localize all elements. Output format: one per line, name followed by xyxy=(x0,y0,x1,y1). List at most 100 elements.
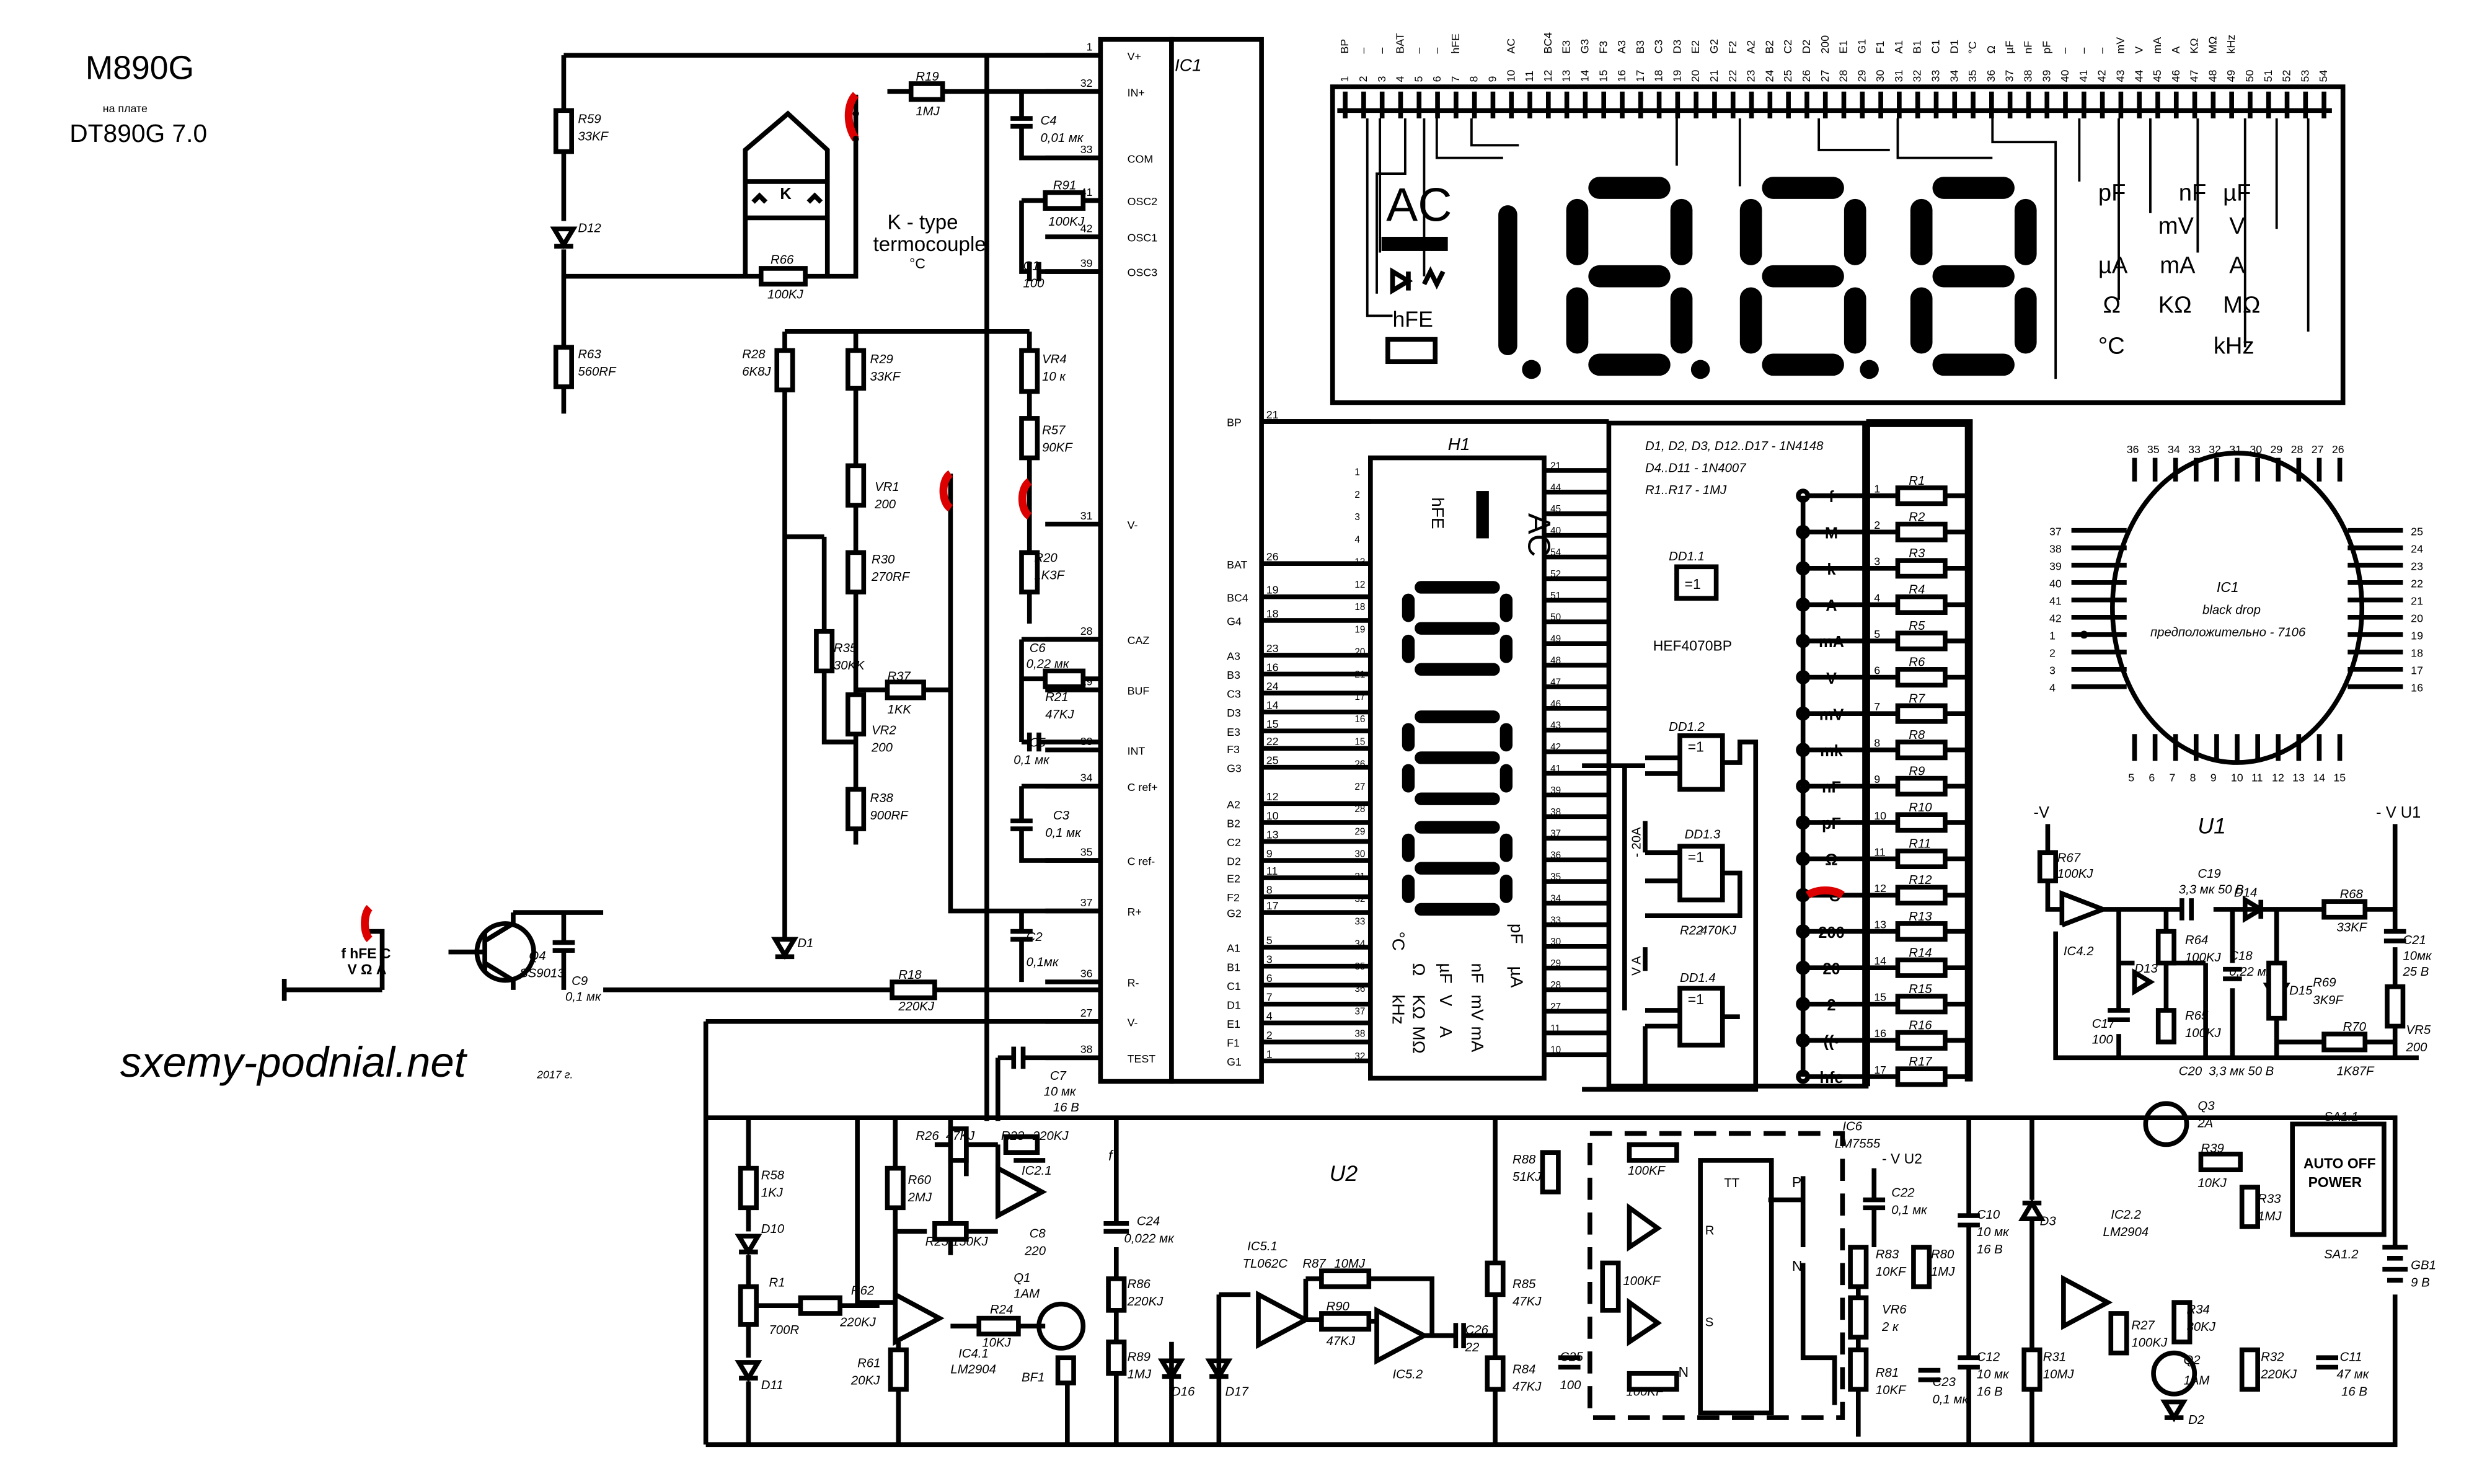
ic1-seg-pin-name: B2 xyxy=(1227,818,1240,830)
svg-text:SA1.2: SA1.2 xyxy=(2324,1248,2359,1261)
svg-text:D13: D13 xyxy=(2134,962,2158,976)
ic1-seg-pin-name: B1 xyxy=(1227,961,1240,973)
svg-text:C9: C9 xyxy=(572,974,588,988)
svg-text:0,1мк: 0,1мк xyxy=(1027,956,1059,969)
lcd-pin-number: 39 xyxy=(2040,70,2052,82)
svg-text:100KJ: 100KJ xyxy=(2185,951,2222,965)
svg-text:U2: U2 xyxy=(1330,1161,1358,1186)
switch-label: A xyxy=(1826,598,1837,615)
h1-unit-label: A xyxy=(1436,1026,1455,1038)
ic1-seg-pin-number: 7 xyxy=(1266,991,1273,1004)
svg-text:220KJ: 220KJ xyxy=(839,1315,877,1329)
svg-text:1MJ: 1MJ xyxy=(1931,1265,1955,1279)
svg-text:C19: C19 xyxy=(2197,867,2220,881)
svg-text:D14: D14 xyxy=(2234,886,2257,900)
svg-text:150KJ: 150KJ xyxy=(952,1235,989,1248)
h1-left-pin: 33 xyxy=(1354,916,1365,927)
svg-text:D12: D12 xyxy=(578,221,601,235)
svg-text:560RF: 560RF xyxy=(578,365,617,379)
switch-label: mk xyxy=(1820,743,1844,760)
blob-pin: 9 xyxy=(2210,772,2217,784)
h1-unit-label: kHz xyxy=(1389,994,1408,1024)
lcd-pin-name: G3 xyxy=(1578,39,1591,54)
blob-pin: 31 xyxy=(2229,443,2241,456)
lcd-pin-name: C3 xyxy=(1653,40,1665,54)
ic1-seg-pin-number: 4 xyxy=(1266,1010,1273,1022)
svg-text:200: 200 xyxy=(2406,1041,2428,1054)
h1-right-pin: 40 xyxy=(1550,526,1561,536)
site-year: 2017 г. xyxy=(536,1068,573,1080)
switch-resistor-label: R9 xyxy=(1909,764,1925,778)
svg-text:C18: C18 xyxy=(2229,949,2253,963)
h1-left-pin: 2 xyxy=(1354,490,1360,500)
ic1-pin-number: 42 xyxy=(1080,222,1093,234)
ic1-seg-pin-number: 21 xyxy=(1266,409,1279,421)
lcd-pin-name: G1 xyxy=(1855,39,1868,54)
svg-text:R86: R86 xyxy=(1128,1278,1151,1291)
ic1-pin-number: 27 xyxy=(1080,1007,1093,1019)
svg-text:LM7555: LM7555 xyxy=(1835,1137,1881,1151)
ic1-seg-pin-name: D2 xyxy=(1227,855,1241,868)
switch-resistor-label: R10 xyxy=(1909,801,1932,815)
lcd-pin-name: – xyxy=(1357,48,1369,54)
blob-pin: 22 xyxy=(2411,577,2423,590)
svg-text:3,3 мк 50 В: 3,3 мк 50 В xyxy=(2209,1064,2274,1078)
lcd-ac-indicator: AC xyxy=(1386,179,1452,232)
svg-text:P: P xyxy=(1792,1174,1801,1190)
svg-text:47KJ: 47KJ xyxy=(1045,708,1074,722)
lcd-pin-number: 41 xyxy=(2077,70,2090,82)
ic1-pin-name: R- xyxy=(1128,977,1139,989)
svg-text:10 мк: 10 мк xyxy=(1977,1226,2010,1239)
svg-text:H1: H1 xyxy=(1448,435,1470,454)
switch-label: mV xyxy=(1819,706,1844,723)
ic1-seg-pin-name: D3 xyxy=(1227,707,1241,719)
ic1-seg-pin-number: 14 xyxy=(1266,699,1279,712)
lcd-digit-2 xyxy=(1566,177,1693,376)
h1-right-pin: 47 xyxy=(1550,677,1561,687)
dd1-xor-gates: D1, D2, D3, D12..D17 - 1N4148 D4..D11 - … xyxy=(1582,420,1869,1092)
lcd-pin-name: – xyxy=(1431,48,1443,54)
blob-pin: 30 xyxy=(2250,443,2262,456)
svg-text:R63: R63 xyxy=(578,348,601,361)
svg-text:R37: R37 xyxy=(888,670,911,684)
svg-text:-V: -V xyxy=(2033,804,2049,821)
lcd-pin-number: 32 xyxy=(1911,70,1923,82)
svg-text:0,1 мк: 0,1 мк xyxy=(1891,1203,1928,1217)
lcd-pin-number: 49 xyxy=(2225,70,2237,82)
svg-text:C26: C26 xyxy=(1465,1323,1489,1337)
h1-left-pin: 15 xyxy=(1354,737,1365,748)
lcd-pin-number: 22 xyxy=(1726,70,1739,82)
h1-left-pin: 26 xyxy=(1354,759,1365,770)
h1-right-pin: 27 xyxy=(1550,1002,1561,1012)
svg-text:R20: R20 xyxy=(1034,552,1058,565)
svg-text:black drop: black drop xyxy=(2202,604,2261,617)
lcd-pin-name: A1 xyxy=(1892,40,1905,54)
lcd-pin-number: 14 xyxy=(1578,70,1591,82)
h1-unit-label: pF xyxy=(1508,924,1527,944)
switch-pin-number: 3 xyxy=(1874,555,1880,568)
svg-text:SS9013: SS9013 xyxy=(519,966,565,980)
lcd-pin-number: 8 xyxy=(1468,76,1480,82)
svg-text:10KF: 10KF xyxy=(1876,1384,1907,1397)
lcd-pin-name: B2 xyxy=(1763,40,1775,54)
ic1-pin-name: TEST xyxy=(1128,1053,1156,1065)
h1-right-pin: 41 xyxy=(1550,764,1561,774)
switch-resistor xyxy=(1895,485,1948,506)
svg-text:D17: D17 xyxy=(1226,1385,1249,1398)
h1-digit-2 xyxy=(1402,710,1513,805)
svg-text:100: 100 xyxy=(2092,1033,2114,1046)
lcd-pin-number: 20 xyxy=(1689,70,1702,82)
lcd-pin-number: 26 xyxy=(1800,70,1813,82)
r66-resistor xyxy=(758,266,808,287)
lcd-pin-number: 35 xyxy=(1966,70,1979,82)
svg-text:R19: R19 xyxy=(916,70,938,84)
svg-text:C21: C21 xyxy=(2403,934,2426,947)
h1-left-pin: 29 xyxy=(1354,826,1365,837)
lcd-pin-name: kHz xyxy=(2225,35,2237,54)
blob-pin: 29 xyxy=(2271,443,2283,456)
blob-pin: 27 xyxy=(2312,443,2324,456)
svg-text:C24: C24 xyxy=(1137,1214,1160,1228)
